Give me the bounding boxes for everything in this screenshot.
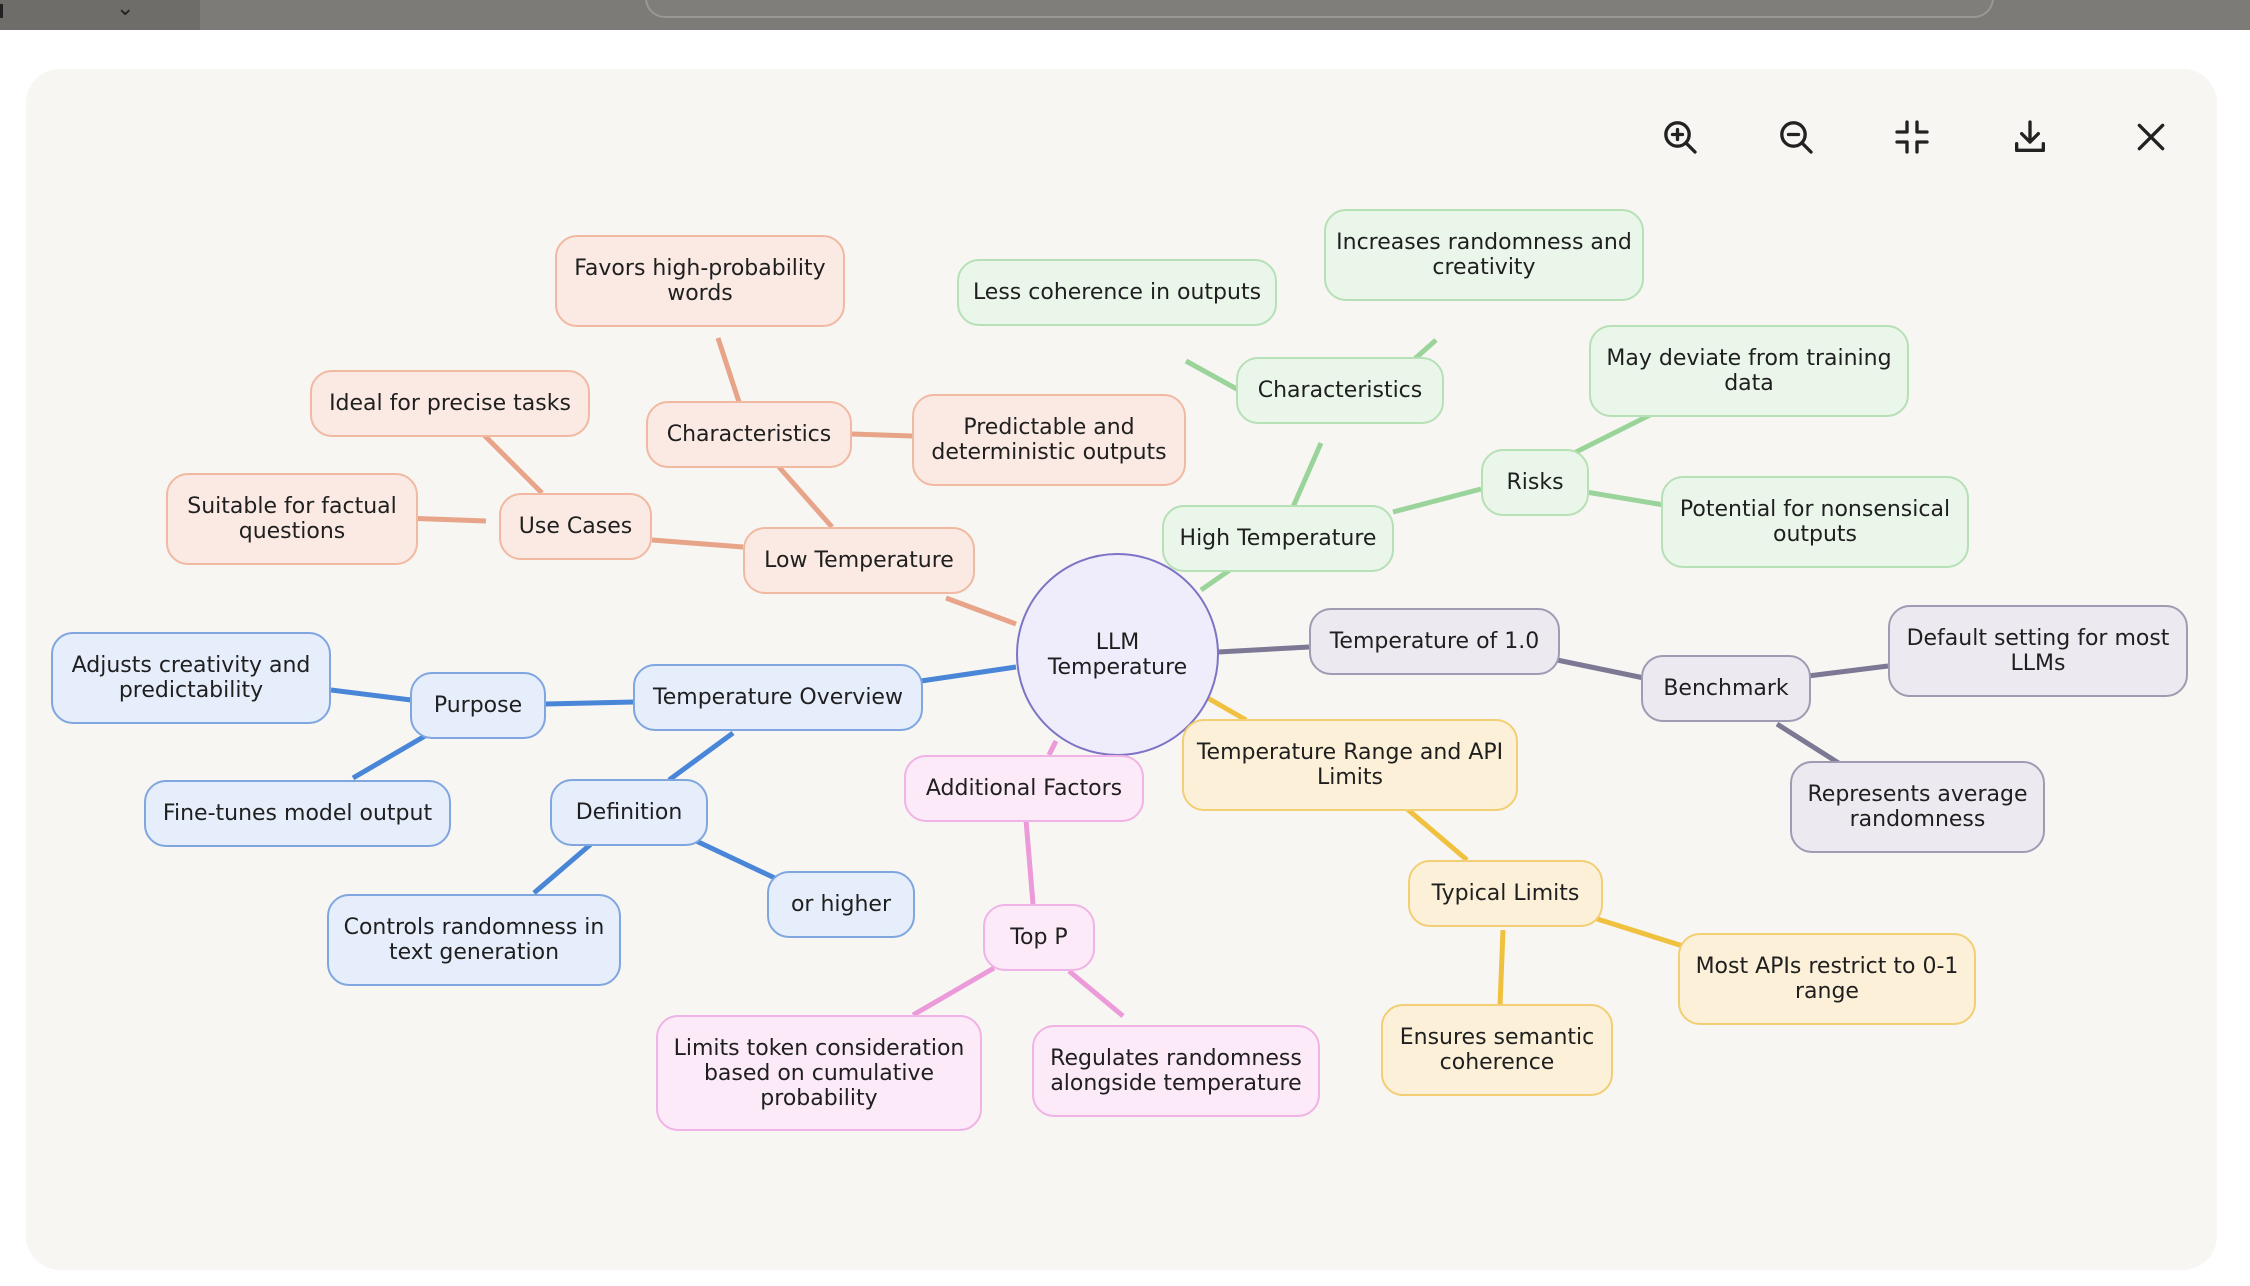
edge-def-higher xyxy=(690,836,781,883)
node-definition[interactable]: Definition xyxy=(550,779,708,846)
edge-low-characteristics xyxy=(777,465,834,529)
node-high-temperature[interactable]: High Temperature xyxy=(1162,505,1394,572)
edge-topp-limits xyxy=(911,965,996,1018)
node-predictable-outputs[interactable]: Predictable and deterministic outputs xyxy=(912,394,1186,486)
mindmap-panel: LLM Temperature Low Temperature Use Case… xyxy=(26,69,2217,1270)
download-icon[interactable] xyxy=(2007,114,2053,160)
edge-bench-default xyxy=(1807,663,1889,679)
node-additional-factors[interactable]: Additional Factors xyxy=(904,755,1144,822)
edge-range-typical xyxy=(1404,806,1469,862)
edge-overview-definition xyxy=(667,730,735,783)
node-less-coherence[interactable]: Less coherence in outputs xyxy=(957,259,1277,326)
node-low-use-cases[interactable]: Use Cases xyxy=(499,493,652,560)
chevron-down-icon[interactable]: ⌄ xyxy=(116,0,135,21)
edge-root-overview xyxy=(920,664,1017,684)
edge-additional-topp xyxy=(1023,819,1036,905)
node-limits-token[interactable]: Limits token consideration based on cumu… xyxy=(656,1015,982,1131)
top-bar-left-area xyxy=(0,0,200,30)
node-purpose[interactable]: Purpose xyxy=(410,672,546,739)
node-deviate-training[interactable]: May deviate from training data xyxy=(1589,325,1909,417)
edge-def-controls xyxy=(532,842,593,895)
node-adjusts-creativity[interactable]: Adjusts creativity and predictability xyxy=(51,632,331,724)
close-icon[interactable] xyxy=(2128,114,2174,160)
node-top-p[interactable]: Top P xyxy=(983,904,1095,971)
node-apis-restrict[interactable]: Most APIs restrict to 0-1 range xyxy=(1678,933,1976,1025)
node-increases-randomness[interactable]: Increases randomness and creativity xyxy=(1324,209,1644,301)
node-nonsensical-outputs[interactable]: Potential for nonsensical outputs xyxy=(1661,476,1969,568)
node-temperature-overview[interactable]: Temperature Overview xyxy=(633,664,923,731)
edge-temp1-benchmark xyxy=(1556,657,1645,681)
edge-high-risks xyxy=(1392,486,1482,515)
edge-char-favors xyxy=(715,337,742,403)
edge-typical-most xyxy=(1590,914,1687,950)
node-benchmark[interactable]: Benchmark xyxy=(1641,655,1811,722)
edge-typical-ensures xyxy=(1497,929,1506,1007)
node-range-api-limits[interactable]: Temperature Range and API Limits xyxy=(1182,719,1518,811)
node-high-characteristics[interactable]: Characteristics xyxy=(1236,357,1444,424)
edge-root-low xyxy=(945,595,1017,627)
node-favors-high-probability[interactable]: Favors high-probability words xyxy=(555,235,845,327)
node-average-randomness[interactable]: Represents average randomness xyxy=(1790,761,2045,853)
node-suitable-factual[interactable]: Suitable for factual questions xyxy=(166,473,418,565)
edge-root-additional xyxy=(1046,739,1059,757)
edge-root-temp1 xyxy=(1217,644,1310,655)
edge-char-predictable xyxy=(851,431,913,439)
node-semantic-coherence[interactable]: Ensures semantic coherence xyxy=(1381,1004,1613,1096)
edge-topp-regulates xyxy=(1067,969,1125,1018)
collapse-icon[interactable] xyxy=(1889,114,1935,160)
edge-purpose-finetunes xyxy=(351,733,427,781)
node-regulates-randomness[interactable]: Regulates randomness alongside temperatu… xyxy=(1032,1025,1320,1117)
zoom-out-icon[interactable] xyxy=(1773,114,1819,160)
top-search-bar[interactable] xyxy=(645,0,1994,18)
node-temperature-1[interactable]: Temperature of 1.0 xyxy=(1309,608,1560,675)
node-controls-randomness[interactable]: Controls randomness in text generation xyxy=(327,894,621,986)
edge-purpose-adjusts xyxy=(330,687,412,703)
node-root[interactable]: LLM Temperature xyxy=(1016,553,1219,756)
top-bar: ⌄ xyxy=(0,0,2250,30)
node-fine-tunes[interactable]: Fine-tunes model output xyxy=(144,780,451,847)
top-bar-marker xyxy=(0,4,3,18)
node-low-temperature[interactable]: Low Temperature xyxy=(743,527,975,594)
edge-root-range xyxy=(1204,694,1248,723)
node-or-higher[interactable]: or higher xyxy=(767,871,915,938)
edge-usecases-precise xyxy=(478,429,544,495)
node-low-characteristics[interactable]: Characteristics xyxy=(646,401,852,468)
zoom-in-icon[interactable] xyxy=(1657,114,1703,160)
edge-overview-purpose xyxy=(544,699,635,707)
node-typical-limits[interactable]: Typical Limits xyxy=(1408,860,1603,927)
edge-high-characteristics xyxy=(1290,441,1324,509)
node-default-setting[interactable]: Default setting for most LLMs xyxy=(1888,605,2188,697)
edge-low-usecases xyxy=(651,537,744,550)
node-risks[interactable]: Risks xyxy=(1481,449,1589,516)
node-ideal-precise-tasks[interactable]: Ideal for precise tasks xyxy=(310,370,590,437)
